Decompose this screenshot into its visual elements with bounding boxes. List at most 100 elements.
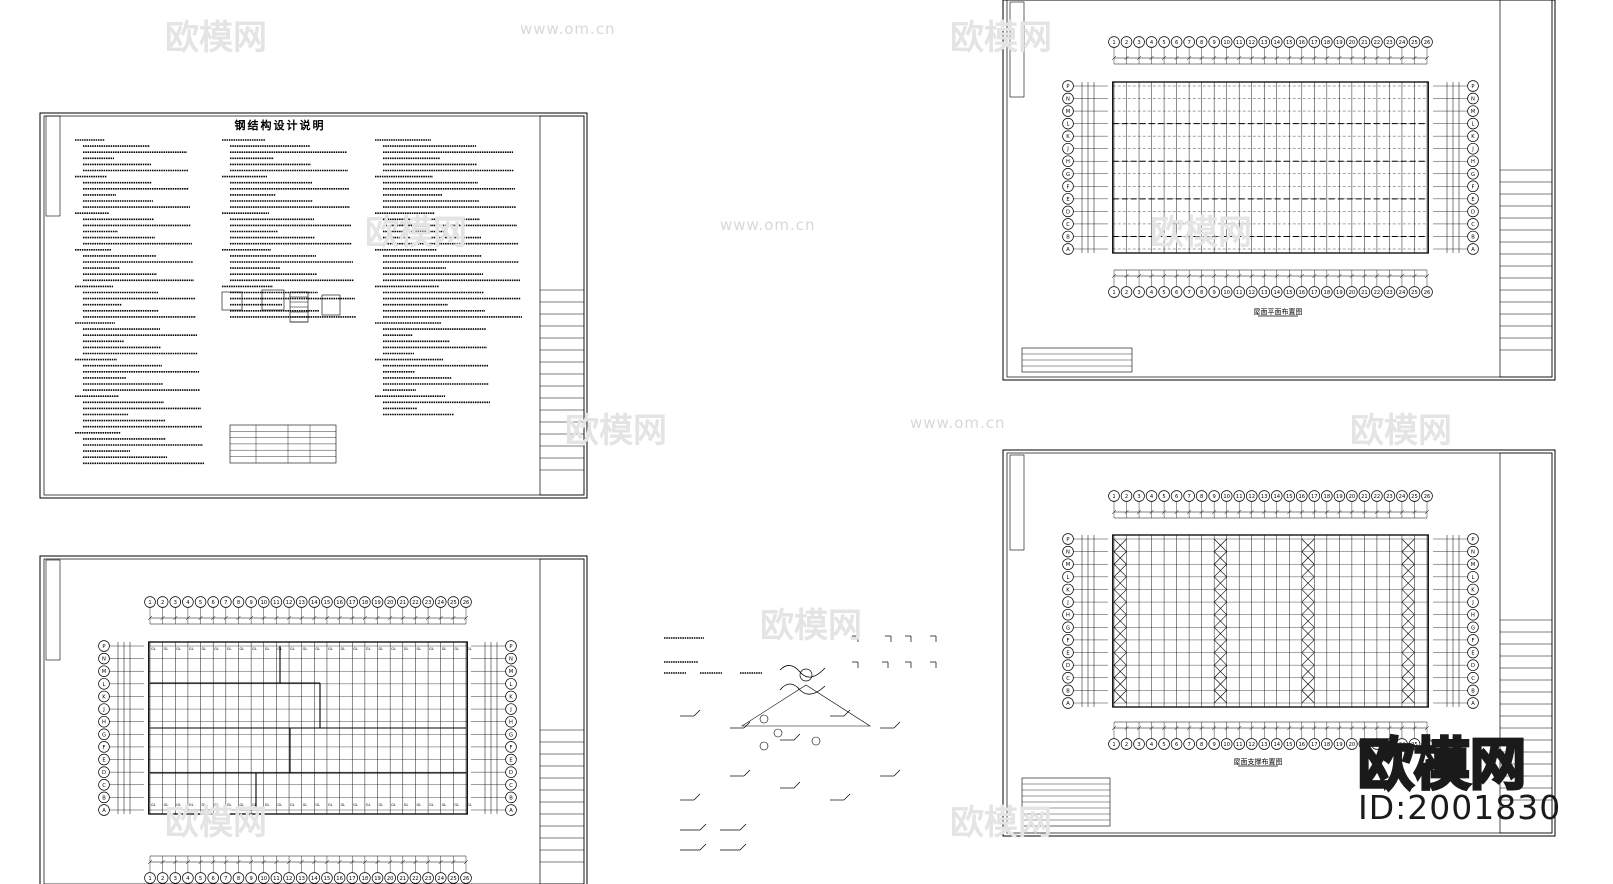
grid-label: G <box>1471 625 1475 631</box>
grid-label: F <box>1067 184 1070 190</box>
grid-label: M <box>1066 562 1070 568</box>
grid-label: 15 <box>324 600 331 606</box>
grid-label: E <box>1066 197 1069 203</box>
grid-bubble <box>409 596 422 608</box>
detail-symbol <box>843 709 851 717</box>
grid-bubble <box>447 596 460 608</box>
section-symbol <box>799 668 813 682</box>
grid-label: 14 <box>311 600 318 606</box>
member-tag: GL <box>404 647 409 651</box>
member-tag: GL <box>164 803 169 807</box>
member-tag: GL <box>214 647 219 651</box>
member-tag: GL <box>176 803 181 807</box>
grid-label: 24 <box>1399 742 1406 748</box>
grid-label: H <box>1066 159 1070 165</box>
grid-label: B <box>1471 234 1475 240</box>
grid-label: M <box>1066 109 1070 115</box>
grid-label: 20 <box>1349 494 1356 500</box>
member-tag: GL <box>353 803 358 807</box>
detail-circle <box>759 714 769 724</box>
grid-bubble <box>1296 36 1308 48</box>
brace-line <box>1401 652 1415 666</box>
grid-label: L <box>1067 575 1070 581</box>
grid-label: 25 <box>1411 742 1418 748</box>
grid-label: 22 <box>412 600 419 606</box>
detail-symbol <box>793 781 801 789</box>
member-tag: GL <box>189 647 194 651</box>
brace-line <box>1213 639 1227 653</box>
grid-label: 19 <box>374 876 381 882</box>
grid-label: 6 <box>212 876 215 882</box>
plan-lower-right-grid: 1122334455667788991010111112121313141415… <box>1021 490 1552 827</box>
brace-line <box>1401 664 1415 678</box>
grid-label: K <box>1066 134 1070 140</box>
grid-label: 26 <box>1424 290 1431 296</box>
grid-label: 9 <box>249 876 252 882</box>
member-tag: GL <box>290 647 295 651</box>
grid-bubble <box>1183 36 1195 48</box>
grid-label: 6 <box>1175 40 1178 46</box>
grid-label: C <box>509 783 513 789</box>
grid-label: B <box>1471 688 1475 694</box>
grid-label: P <box>1066 537 1069 543</box>
grid-label: 10 <box>1223 742 1230 748</box>
grid-label: B <box>1066 234 1070 240</box>
grid-label: N <box>102 657 106 663</box>
grid-bubble <box>460 596 472 608</box>
detail-symbol <box>699 843 707 851</box>
grid-label: 5 <box>1162 494 1165 500</box>
member-tag: GL <box>227 803 232 807</box>
grid-label: 9 <box>1213 494 1216 500</box>
grid-label: 24 <box>1399 494 1406 500</box>
member-tag: GL <box>353 647 358 651</box>
grid-label: 16 <box>1298 742 1305 748</box>
grid-label: H <box>509 720 513 726</box>
brace-line <box>1113 589 1127 603</box>
brace-line <box>1401 627 1415 641</box>
grid-label: G <box>1066 625 1070 631</box>
grid-label: 26 <box>463 600 470 606</box>
grid-label: E <box>1471 197 1474 203</box>
watermark-url-3: www.om.cn <box>910 414 1006 432</box>
brace-line <box>1113 614 1127 628</box>
grid-label: F <box>103 745 106 751</box>
member-tag: GL <box>303 803 308 807</box>
grid-bubble <box>169 596 182 608</box>
sheet-design-notes: 钢结构设计说明 <box>39 112 588 499</box>
grid-label: 15 <box>1286 40 1293 46</box>
brace-line <box>1113 564 1127 578</box>
grid-label: 18 <box>362 600 369 606</box>
brace-line <box>1213 652 1227 666</box>
member-tag: GL <box>202 803 207 807</box>
grid-bubble <box>1158 36 1170 48</box>
design-notes-title-block <box>540 289 584 471</box>
member-tag: GL <box>467 803 472 807</box>
member-tag: GL <box>252 803 257 807</box>
grid-label: 2 <box>1125 290 1128 296</box>
grid-label: 4 <box>1150 494 1154 500</box>
grid-label: 2 <box>1125 40 1128 46</box>
grid-label: 10 <box>260 600 267 606</box>
brace-line <box>1401 576 1415 590</box>
grid-label: P <box>1066 84 1069 90</box>
plan-top-label: 屋面平面布置图 <box>1254 307 1303 316</box>
watermark-brand-1: 欧模网 <box>165 18 267 58</box>
grid-label: 25 <box>1411 494 1418 500</box>
grid-label: 1 <box>148 876 151 882</box>
grid-label: D <box>1471 209 1475 215</box>
member-tag: GL <box>328 803 333 807</box>
brace-line <box>1113 690 1127 704</box>
grid-label: P <box>1471 537 1474 543</box>
grid-label: 23 <box>1386 494 1393 500</box>
grid-bubble <box>346 596 358 608</box>
grid-bubble <box>359 596 371 608</box>
brace-line <box>1401 564 1415 578</box>
grid-label: 6 <box>1175 494 1178 500</box>
grid-label: 14 <box>1273 494 1280 500</box>
grid-label: F <box>1472 638 1475 644</box>
detail-figure <box>261 289 285 311</box>
grid-bubble <box>321 596 333 608</box>
grid-label: 20 <box>1349 742 1356 748</box>
grid-label: 6 <box>1175 742 1178 748</box>
brace-line <box>1113 576 1127 590</box>
